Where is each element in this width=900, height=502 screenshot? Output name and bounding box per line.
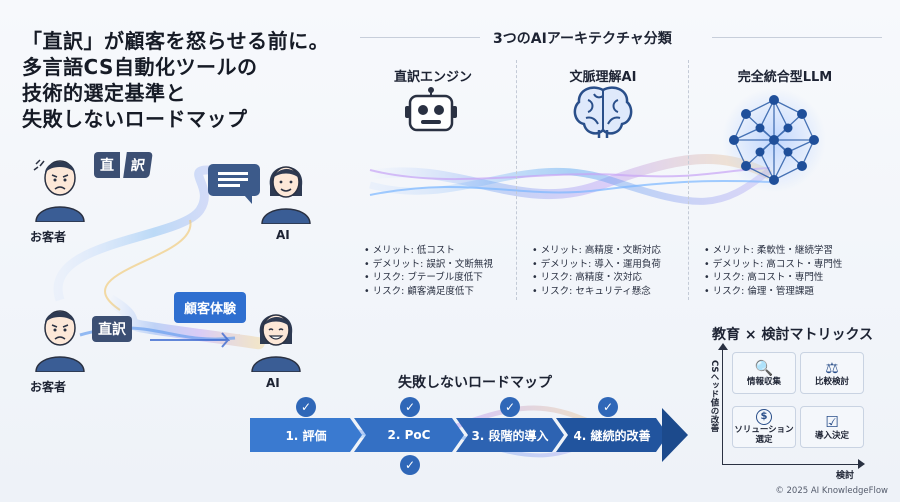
scale-icon: ⚖ [825, 358, 839, 377]
bubble-customer-experience: 顧客体験 [174, 292, 247, 323]
angry-customer-icon [33, 159, 85, 222]
matrix-cell-label: 導入決定 [814, 430, 849, 441]
roadmap-title: 失敗しないロードマップ [398, 375, 552, 391]
arch-bullets-context: メリット: 高精度・文断対応 デメリット: 導入・運用負荷 リスク: 高精度・次… [532, 244, 661, 298]
bubble-char-2: 訳 [123, 152, 153, 178]
arch-bullets-llm: メリット: 柔軟性・継続学習 デメリット: 高コスト・専門性 リスク: 高コスト… [704, 244, 843, 299]
matrix-cell-label: 比較検討 [814, 376, 849, 387]
bubble-direct-translation-bottom: 直訳 [92, 316, 132, 342]
bullet-item: リスク: 倫理・管理課題 [704, 285, 842, 299]
bullet-item: リスク: 顧客満足度低下 [364, 285, 493, 299]
matrix-y-axis-line [722, 348, 723, 464]
arch-label-context: 文脈理解AI [569, 70, 637, 85]
bullet-item: デメリット: 高コスト・専門性 [704, 258, 843, 272]
bullet-item: リスク: 高精度・次対応 [532, 271, 661, 285]
check-icon-3: ✓ [500, 397, 520, 417]
arch-label-llm: 完全統合型LLM [737, 70, 833, 85]
check-icon-2: ✓ [400, 397, 420, 417]
label-customer-top: お客者 [30, 230, 67, 244]
bullet-item: メリット: 高精度・文断対応 [532, 244, 661, 258]
bubble-char-1: 直 [94, 152, 120, 178]
matrix-x-axis-line [722, 464, 860, 465]
label-customer-bottom: お客者 [30, 380, 67, 394]
roadmap-step-2: 2. PoC [354, 418, 464, 452]
main-title: 「直訳」が顧客を怒らせる前に。 多言語CS自動化ツールの 技術的選定基準と 失敗… [22, 28, 329, 132]
roadmap-arrow-head [662, 408, 688, 462]
matrix-cell-solution: $ ソリューション 選定 [732, 406, 796, 448]
check-icon-1: ✓ [296, 397, 316, 417]
bullet-item: リスク: セキュリティ懸念 [532, 285, 661, 299]
matrix-cell-label: ソリューション 選定 [734, 425, 794, 445]
bullet-item: リスク: ブテーブル度低下 [364, 271, 493, 285]
arch-label-direct: 直訳エンジン [393, 70, 472, 85]
bullet-item: デメリット: 誤訳・文断無視 [364, 258, 493, 272]
checkbox-icon: ☑ [825, 412, 839, 431]
matrix-cell-comparison: ⚖ 比較検討 [800, 352, 864, 394]
roadmap-step-1: 1. 評価 [250, 418, 362, 452]
roadmap-step-3: 3. 段階的導入 [456, 418, 564, 452]
matrix-y-axis-text: CSヘッド値の改善 [709, 360, 719, 433]
chat-bubble-icon [208, 164, 260, 204]
check-icon-5: ✓ [400, 455, 420, 475]
bullet-item: メリット: 低コスト [364, 244, 493, 258]
bullet-item: リスク: 高コスト・専門性 [704, 271, 842, 285]
ai-avatar-smiling-icon [251, 314, 301, 372]
matrix-x-axis-label: 検討 [836, 471, 855, 481]
neural-network-icon [722, 88, 826, 192]
arch-bullets-direct: メリット: 低コスト デメリット: 誤訳・文断無視 リスク: ブテーブル度低下 … [364, 244, 493, 298]
arch-separator-1 [516, 60, 517, 300]
title-line-2: 多言語CS自動化ツールの [22, 55, 258, 79]
bullet-item: メリット: 柔軟性・継続学習 [704, 244, 842, 258]
arch-rule-right [712, 37, 882, 38]
matrix-y-axis-arrow [718, 343, 728, 350]
copyright: © 2025 AI KnowledgeFlow [775, 486, 888, 496]
bullet-item: デメリット: 導入・運用負荷 [532, 258, 661, 272]
matrix-title: 教育 × 検討マトリックス [712, 327, 874, 343]
title-line-3: 技術的選定基準と [22, 81, 186, 105]
matrix-cell-label: 情報収集 [746, 376, 781, 387]
matrix-cell-info-gathering: 🔍 情報収集 [732, 352, 796, 394]
label-ai-bottom: AI [266, 376, 280, 390]
ai-avatar-icon [261, 166, 311, 224]
matrix-x-axis-arrow [858, 459, 865, 469]
arch-separator-2 [688, 60, 689, 300]
magnifier-icon: 🔍 [754, 358, 774, 377]
robot-icon [405, 87, 457, 132]
arch-section-title: 3つのAIアーキテクチャ分類 [493, 31, 672, 47]
brain-icon [573, 86, 633, 138]
check-icon-4: ✓ [598, 397, 618, 417]
solution-icon: $ [756, 409, 772, 425]
matrix-y-axis-label: CSヘッド値の改善 [704, 360, 719, 433]
matrix-cell-decision: ☑ 導入決定 [800, 406, 864, 448]
arch-rule-left [360, 37, 480, 38]
frustrated-customer-icon [35, 310, 85, 372]
bubble-direct-translation-top: 直 訳 [94, 152, 153, 178]
roadmap-step-4: 4. 継続的改善 [556, 418, 668, 452]
title-line-1: 「直訳」が顧客を怒らせる前に。 [22, 29, 330, 53]
title-line-4: 失敗しないロードマップ [22, 107, 248, 131]
label-ai-top: AI [276, 228, 290, 242]
